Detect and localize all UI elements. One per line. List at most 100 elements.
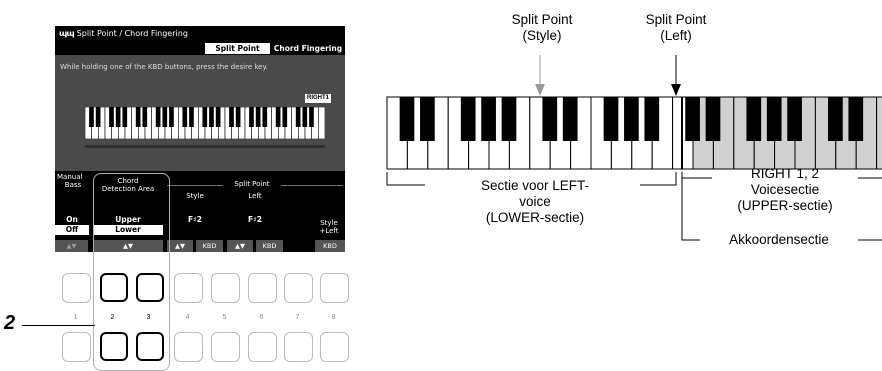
- style-updown-icon[interactable]: ▲▼: [167, 240, 193, 252]
- button-number-8: 8: [331, 314, 336, 321]
- black-key: [603, 97, 619, 141]
- keyboard-range-strip: [85, 145, 325, 148]
- black-key: [766, 97, 782, 141]
- black-key: [746, 97, 762, 141]
- panel-button-1-upper[interactable]: [62, 273, 91, 303]
- app-logo-icon: ɰɰ: [59, 29, 75, 38]
- black-key: [562, 97, 578, 141]
- mini-keyboard-icon: [85, 107, 325, 139]
- panel-button-4-lower[interactable]: [174, 332, 203, 362]
- black-key: [848, 97, 864, 141]
- left-split-value: F♯2: [248, 215, 262, 224]
- black-key: [460, 97, 476, 141]
- split-point-style-line2: (Style): [522, 28, 562, 43]
- manual-bass-label: Manual Bass: [55, 173, 91, 189]
- black-key: [542, 97, 558, 141]
- panel-button-8-upper[interactable]: [320, 273, 349, 303]
- step-pointer-line: [22, 325, 95, 326]
- right-section-line1: RIGHT 1, 2: [750, 166, 820, 181]
- white-key: [876, 96, 882, 170]
- tab-split-point[interactable]: Split Point: [205, 43, 270, 54]
- split-point-left-line1: Split Point: [645, 12, 707, 27]
- split-point-divider-right: [281, 185, 343, 186]
- left-updown-icon[interactable]: ▲▼: [227, 240, 253, 252]
- black-key: [501, 97, 517, 141]
- panel-button-7-lower[interactable]: [284, 332, 313, 362]
- style-label: Style: [186, 192, 204, 200]
- step-number: 2: [4, 312, 16, 334]
- left-section-label: Sectie voor LEFT- voice (LOWER-sectie): [430, 178, 640, 226]
- chord-detection-updown-icon[interactable]: ▲▼: [93, 240, 163, 252]
- style-left-label-line2: +Left: [319, 227, 339, 235]
- right-section-label: RIGHT 1, 2 Voicesectie (UPPER-sectie): [712, 166, 858, 214]
- display-title-text: Split Point / Chord Fingering: [76, 29, 188, 38]
- left-section-line2: voice: [519, 194, 551, 209]
- manual-bass-label-line1: Manual: [57, 173, 83, 181]
- chord-detection-label: Chord Detection Area: [93, 177, 163, 193]
- panel-button-7-upper[interactable]: [284, 273, 313, 303]
- style-kbd-button[interactable]: KBD: [196, 240, 223, 252]
- manual-bass-label-line2: Bass: [64, 181, 82, 189]
- chord-section-bracket-left: [681, 178, 700, 241]
- split-point-divider-left: [167, 185, 223, 186]
- split-point-left-label: Split Point (Left): [616, 12, 736, 44]
- panel-button-4-upper[interactable]: [174, 273, 203, 303]
- black-key: [644, 97, 660, 141]
- chord-detection-label-line1: Chord: [117, 177, 139, 185]
- manual-bass-option-on[interactable]: On: [66, 215, 78, 224]
- panel-button-2-lower[interactable]: [100, 332, 128, 361]
- style-split-value: F♯2: [188, 215, 202, 224]
- instruction-text: While holding one of the KBD buttons, pr…: [60, 63, 268, 71]
- chord-detection-option-lower[interactable]: Lower: [93, 225, 163, 235]
- panel-button-6-lower[interactable]: [248, 332, 277, 362]
- split-point-style-label: Split Point (Style): [482, 12, 602, 44]
- black-key: [399, 97, 415, 141]
- left-label: Left: [248, 192, 262, 200]
- chord-section-label: Akkoordensectie: [729, 232, 829, 247]
- panel-button-3-upper[interactable]: [136, 273, 164, 302]
- style-left-label: Style +Left: [313, 219, 345, 235]
- left-split-arrowhead-icon: [671, 84, 681, 96]
- style-left-kbd-button[interactable]: KBD: [315, 240, 345, 252]
- manual-bass-option-off[interactable]: Off: [55, 225, 89, 235]
- black-key: [828, 97, 843, 141]
- right-section-line3: (UPPER-sectie): [737, 198, 833, 213]
- button-number-7: 7: [295, 314, 300, 321]
- left-section-bracket-left: [386, 172, 425, 186]
- black-key: [420, 97, 435, 141]
- black-key: [624, 97, 639, 141]
- black-key: [481, 97, 496, 141]
- black-key: [787, 97, 802, 141]
- left-section-line3: (LOWER-sectie): [485, 210, 585, 225]
- panel-button-8-lower[interactable]: [320, 332, 349, 362]
- chord-detection-option-upper[interactable]: Upper: [115, 215, 141, 224]
- style-split-arrowhead-icon: [535, 84, 545, 96]
- display-content: While holding one of the KBD buttons, pr…: [55, 55, 345, 171]
- manual-bass-updown-icon[interactable]: ▲▼: [55, 240, 88, 252]
- piano-keyboard: [386, 96, 882, 170]
- panel-button-3-lower[interactable]: [136, 332, 164, 361]
- panel-button-5-upper[interactable]: [211, 273, 240, 303]
- button-number-6: 6: [259, 314, 264, 321]
- left-section-line1: Sectie voor LEFT-: [480, 178, 590, 193]
- button-number-3: 3: [146, 314, 151, 321]
- left-kbd-button[interactable]: KBD: [256, 240, 283, 252]
- split-point-style-line1: Split Point: [511, 12, 573, 27]
- button-number-4: 4: [185, 314, 190, 321]
- panel-button-6-upper[interactable]: [248, 273, 277, 303]
- right1-badge: RIGHT1: [305, 94, 332, 103]
- panel-button-2-upper[interactable]: [100, 273, 128, 302]
- button-number-1: 1: [73, 314, 78, 321]
- panel-button-1-lower[interactable]: [62, 332, 91, 362]
- split-point-left-line2: (Left): [660, 28, 692, 43]
- button-number-5: 5: [222, 314, 227, 321]
- split-point-header: Split Point: [234, 180, 270, 188]
- black-key: [685, 97, 700, 141]
- right-section-line2: Voicesectie: [750, 182, 820, 197]
- chord-detection-label-line2: Detection Area: [101, 185, 155, 193]
- tab-chord-fingering[interactable]: Chord Fingering: [273, 44, 343, 53]
- parameter-area: Manual Bass On Off ▲▼ Chord Detection Ar…: [55, 171, 345, 252]
- panel-button-5-lower[interactable]: [211, 332, 240, 362]
